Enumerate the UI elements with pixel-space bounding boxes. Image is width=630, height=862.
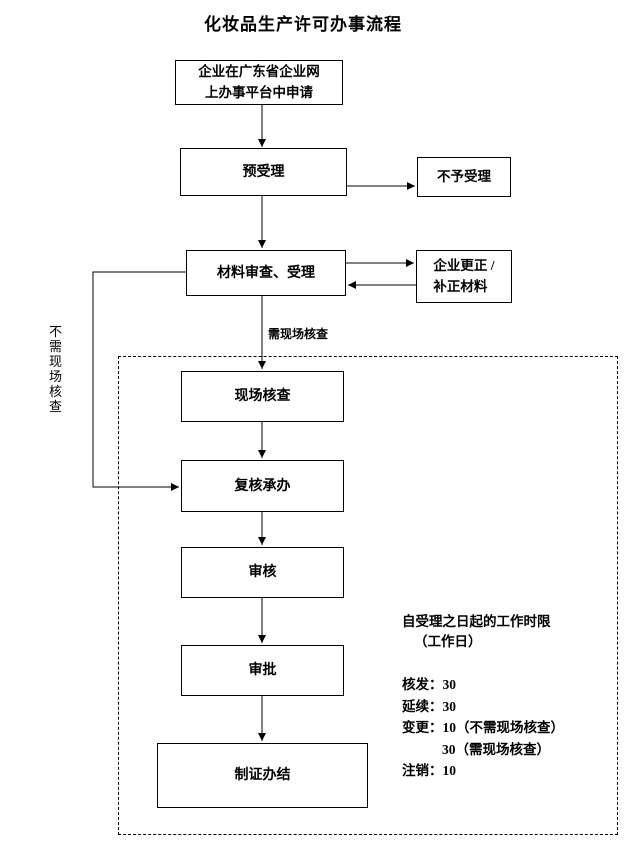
- label-need-onsite-check: 需现场核查: [268, 327, 329, 341]
- time-limit-item: 延续：30: [402, 698, 456, 714]
- arrow-review-bypass-to-recheck: [92, 271, 186, 491]
- flow-node-approve: 审批: [181, 645, 344, 696]
- page-title: 化妆品生产许可办事流程: [204, 15, 402, 34]
- flow-node-apply: 企业在广东省企业网 上办事平台中申请: [175, 60, 343, 105]
- time-limits-subheading: （工作日）: [414, 634, 482, 649]
- flow-node-reject: 不予受理: [417, 157, 511, 197]
- time-limits-heading: 自受理之日起的工作时限: [402, 614, 551, 629]
- time-limit-item: 30（需现场核查）: [442, 741, 550, 757]
- onsite-phase-region: [118, 356, 618, 835]
- time-limits-note: 自受理之日起的工作时限 （工作日） 核发：30 延续：30 变更：10（不需现场…: [402, 612, 564, 782]
- time-limits-list: 核发：30 延续：30 变更：10（不需现场核查） 30（需现场核查） 注销：1…: [402, 674, 564, 782]
- time-limit-item: 核发：30: [402, 677, 456, 692]
- flow-node-recheck: 复核承办: [181, 460, 344, 512]
- time-limit-item: 变更：10（不需现场核查）: [402, 720, 564, 735]
- label-no-onsite-check: 不需现场核查: [48, 324, 62, 414]
- flow-node-complete: 制证办结: [157, 743, 368, 808]
- flow-node-correct-materials: 企业更正 / 补正材料: [416, 250, 512, 303]
- flow-node-pre-accept: 预受理: [180, 148, 347, 196]
- flow-node-review-accept: 材料审查、受理: [186, 250, 346, 296]
- flow-node-audit: 审核: [181, 547, 344, 598]
- flow-node-onsite-check: 现场核查: [181, 371, 344, 422]
- time-limit-item: 注销：10: [402, 763, 456, 778]
